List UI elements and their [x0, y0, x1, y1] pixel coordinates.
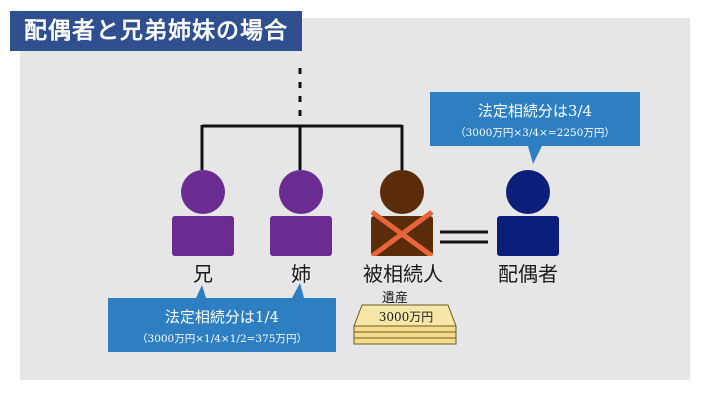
estate-amount: 3000万円 [378, 310, 434, 324]
deceased-label: 被相続人 [363, 262, 443, 286]
estate-stack-1 [353, 325, 457, 333]
spouse-share-calc: （3000万円×3/4×=2250万円） [455, 127, 615, 139]
spouse-person-icon [497, 170, 559, 256]
brother-callout-tail [196, 285, 206, 298]
sibling-share-calc: （3000万円×1/4×1/2=375万円） [137, 333, 307, 345]
spouse-callout-tail [528, 146, 542, 164]
estate-label: 遺産 [382, 291, 409, 306]
sister-callout-tail [292, 283, 304, 298]
spouse-label: 配偶者 [498, 262, 558, 286]
estate-stack-2 [353, 331, 457, 339]
sibling-share-callout: 法定相続分は1/4 （3000万円×1/4×1/2=375万円） [108, 298, 336, 352]
brother-person-icon [172, 170, 234, 256]
sister-label: 姉 [291, 262, 311, 286]
sibling-share-text: 法定相続分は1/4 [164, 308, 280, 326]
spouse-share-text: 法定相続分は3/4 [477, 102, 593, 120]
spouse-share-callout: 法定相続分は3/4 （3000万円×3/4×=2250万円） [430, 92, 640, 146]
estate-stack-3 [353, 337, 457, 345]
sister-person-icon [270, 170, 332, 256]
brother-label: 兄 [193, 262, 213, 286]
deceased-person-icon [370, 170, 434, 256]
page-title: 配偶者と兄弟姉妹の場合 [10, 11, 302, 51]
